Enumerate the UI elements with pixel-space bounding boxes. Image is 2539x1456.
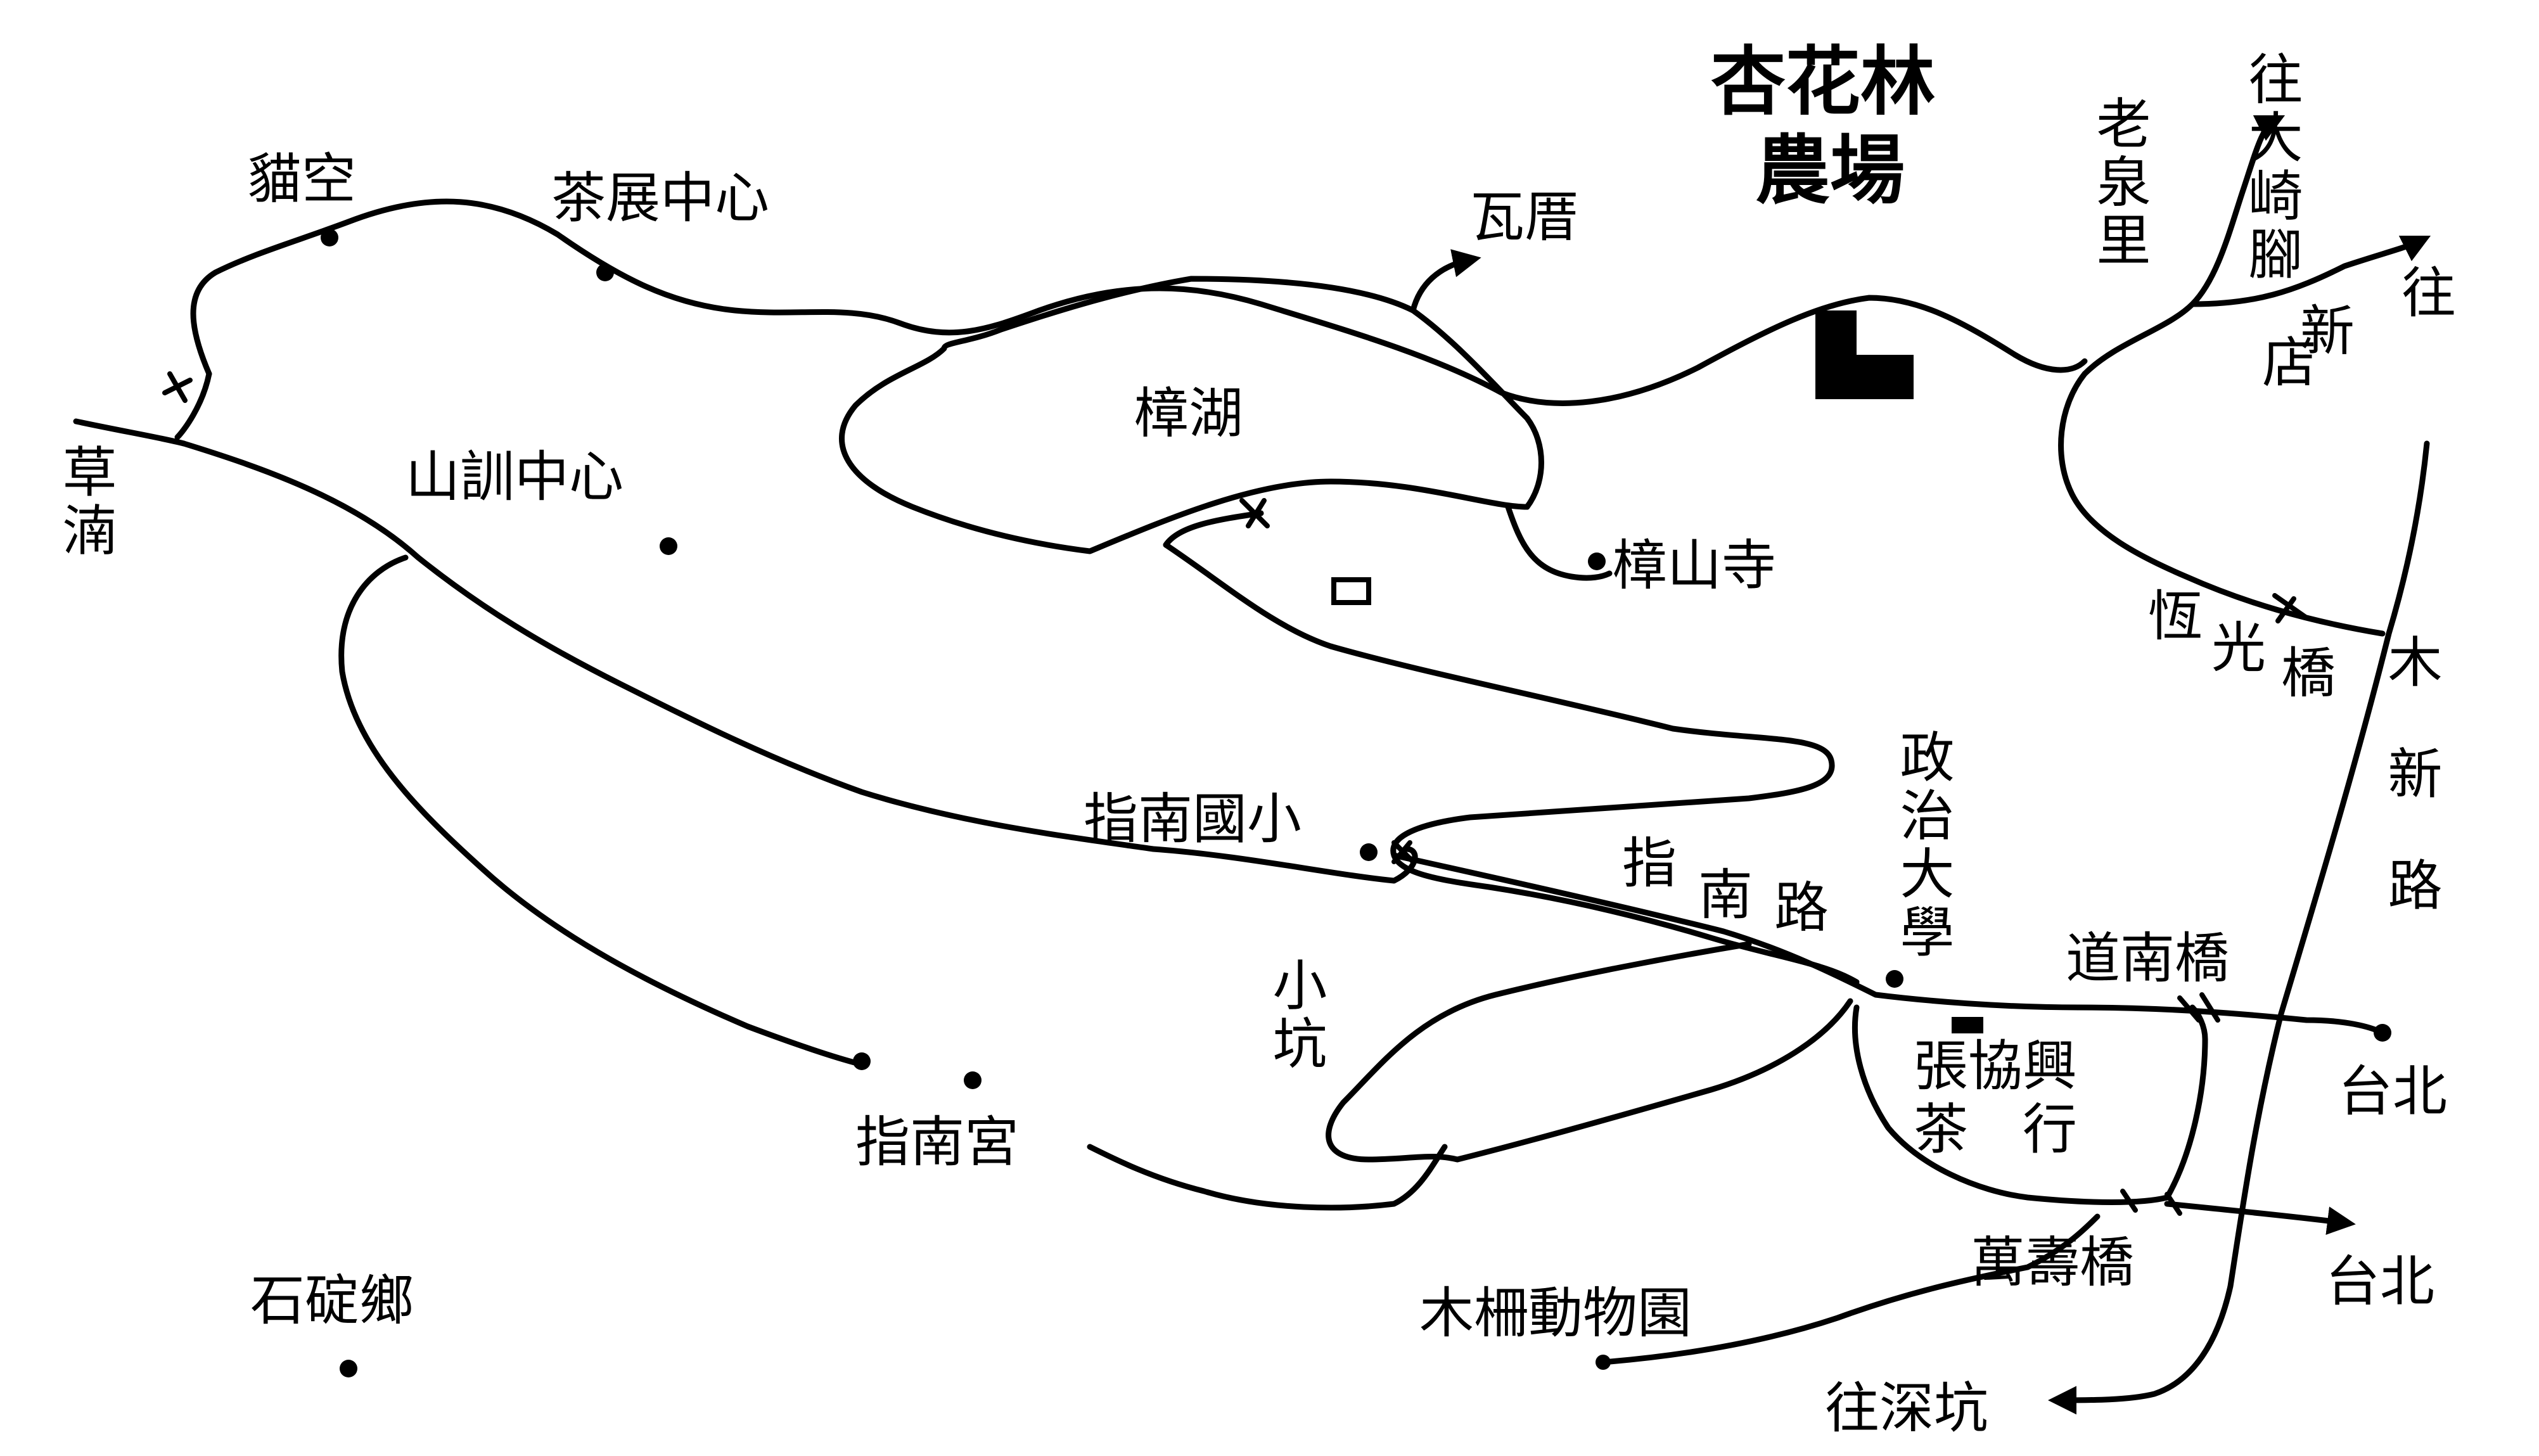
road-zhanghu-inner <box>1163 510 1264 548</box>
road-xindian <box>2189 235 2431 307</box>
label-zhangshan-temple: 樟山寺 <box>1613 534 1776 597</box>
road-zhangxiexing-loop <box>1852 1004 2208 1205</box>
label-caonan: 草湳 <box>53 444 116 560</box>
label-to-xindian-2: 新 <box>2300 300 2355 363</box>
road-caonan <box>73 418 187 447</box>
landmark-square <box>1331 577 1371 605</box>
label-hengguang-bridge-2: 光 <box>2211 616 2266 680</box>
road-zhinan-school-loop <box>1163 542 1860 985</box>
map-title-line1: 杏花林 <box>1711 38 1936 125</box>
label-taipei-2: 台北 <box>2325 1250 2434 1313</box>
label-xiaokeng: 小坑 <box>1263 957 1326 1073</box>
label-hengguang-bridge-3: 橋 <box>2281 642 2336 705</box>
road-zhinan-temple-loop <box>338 554 865 1068</box>
label-zhinan-temple: 指南宮 <box>855 1111 1019 1174</box>
label-tea-center: 茶展中心 <box>551 167 769 230</box>
label-zhinan-road-2: 南 <box>1698 864 1753 927</box>
zhangxiexing-marker <box>1952 1017 1983 1033</box>
label-muxin-road: 木新路 <box>2378 634 2441 968</box>
map-title-line2: 農場 <box>1755 127 1905 214</box>
label-shiding: 石碇鄉 <box>250 1269 414 1332</box>
label-laoquanli: 老泉里 <box>2087 95 2150 270</box>
bridge-marks <box>162 371 2309 1216</box>
label-to-xindian-3: 店 <box>2262 331 2317 395</box>
label-taipei-1: 台北 <box>2338 1060 2447 1123</box>
road-zhangshan-temple <box>1505 504 1613 581</box>
label-wacuo: 瓦厝 <box>1470 186 1579 249</box>
road-zhanghu-loop <box>838 276 1544 554</box>
road-shanxun-loop <box>181 440 1418 884</box>
label-to-xindian-1: 往 <box>2401 262 2456 325</box>
label-nccu: 政治大學 <box>1890 729 1954 962</box>
label-muzha-zoo: 木柵動物園 <box>1419 1282 1692 1345</box>
road-muxin <box>2048 440 2430 1415</box>
label-shanxun-center: 山訓中心 <box>406 445 624 509</box>
label-to-shenkeng: 往深坑 <box>1825 1377 1988 1440</box>
apricot-farm-marker <box>1815 310 1914 399</box>
road-daqijiao <box>2082 115 2286 377</box>
road-maokong-ridge <box>190 198 2088 406</box>
label-hengguang-bridge-1: 恆 <box>2148 585 2203 648</box>
label-zhinan-road-1: 指 <box>1622 832 1677 895</box>
label-maokong: 貓空 <box>247 148 356 211</box>
road-laoquan-east <box>2058 371 2386 637</box>
label-zhanghu: 樟湖 <box>1134 382 1243 445</box>
place-dots <box>321 229 2391 1377</box>
label-zhangxiexing-2: 茶 行 <box>1914 1098 2077 1161</box>
road-zoo <box>1600 1213 2101 1365</box>
road-xiaokeng-loop <box>1326 941 1853 1163</box>
label-zhangxiexing-1: 張協興 <box>1914 1035 2077 1098</box>
road-zhinan <box>1391 852 2386 1036</box>
label-daonan-bridge: 道南橋 <box>2066 927 2229 990</box>
road-zhinan-temple-south <box>1087 1144 1448 1211</box>
label-zhinan-school: 指南國小 <box>1084 788 1301 851</box>
label-wanshou-bridge: 萬壽橋 <box>1971 1231 2134 1294</box>
road-taipei-lower <box>2164 1201 2356 1235</box>
road-maokong-west <box>174 371 212 440</box>
label-zhinan-road-3: 路 <box>1774 876 1829 940</box>
road-wacuo <box>1410 249 1481 314</box>
label-to-daqijiao: 往大崎腳 <box>2239 51 2302 284</box>
